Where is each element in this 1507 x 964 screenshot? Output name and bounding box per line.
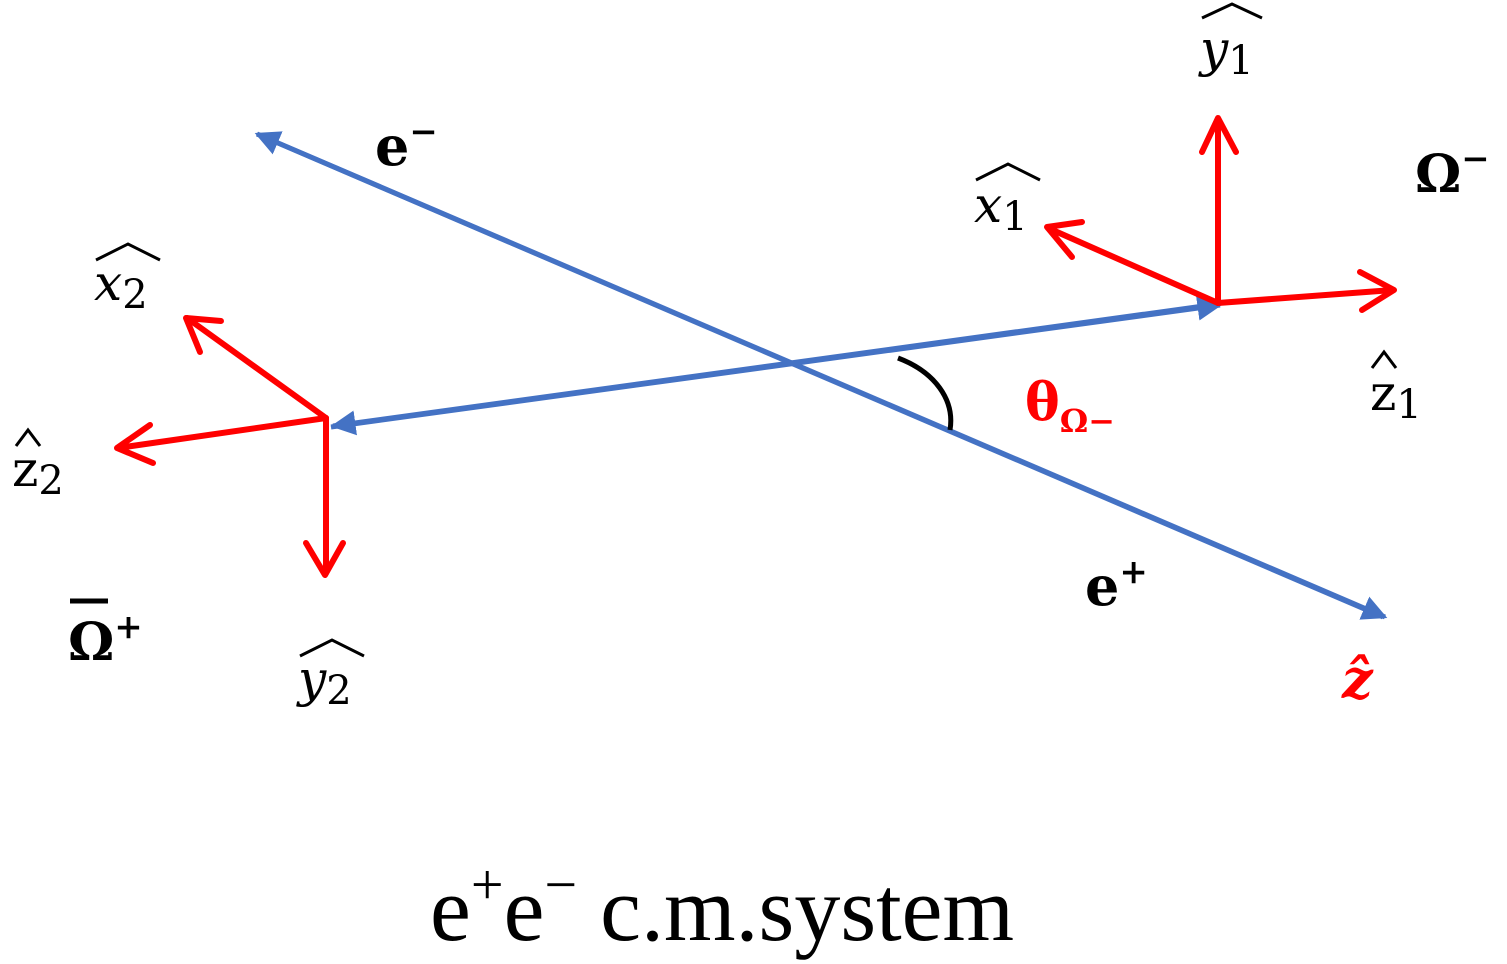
y2-hat-label: y2 bbox=[296, 638, 365, 714]
positron-label: e+ bbox=[1085, 552, 1148, 618]
x2-hat-label: x2 bbox=[94, 242, 161, 318]
omega-bar-direction-line bbox=[330, 301, 1219, 436]
omega-minus-frame bbox=[1044, 115, 1397, 313]
z1-hat-label: z1 bbox=[1370, 349, 1422, 428]
svg-text:y2: y2 bbox=[296, 650, 352, 714]
theta-label: θΩ− bbox=[1025, 372, 1115, 440]
omega-minus-label: Ω− bbox=[1415, 139, 1490, 205]
svg-text:z1: z1 bbox=[1370, 364, 1422, 428]
omega-bar-plus-label: Ω+ bbox=[68, 598, 143, 673]
omega-bar-plus-frame bbox=[114, 315, 346, 578]
electron-label: e− bbox=[375, 112, 438, 178]
svg-text:y1: y1 bbox=[1198, 20, 1254, 84]
svg-text:Ω+: Ω+ bbox=[68, 607, 143, 673]
svg-text:x2: x2 bbox=[94, 254, 148, 318]
svg-text:x1: x1 bbox=[974, 176, 1028, 240]
z2-hat-label: z2 bbox=[12, 427, 64, 504]
positron-beam-line bbox=[256, 131, 1388, 620]
theta-angle-arc bbox=[897, 355, 954, 431]
svg-text:z2: z2 bbox=[12, 440, 64, 504]
x1-hat-label: x1 bbox=[974, 162, 1041, 240]
z-hat-label: ẑ bbox=[1341, 647, 1374, 711]
caption: e+e− c.m.system bbox=[430, 852, 1014, 960]
y1-hat-label: y1 bbox=[1198, 2, 1263, 84]
